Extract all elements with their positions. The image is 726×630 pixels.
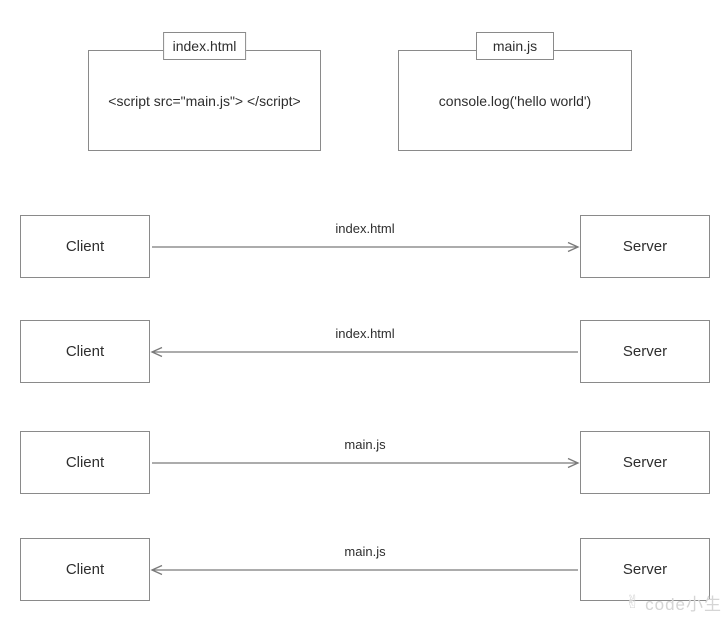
arrow-icon <box>152 241 580 253</box>
file-tab-main-js: main.js <box>476 32 554 60</box>
arrow-icon <box>152 457 580 469</box>
watermark: ✌ code小生 <box>625 590 722 615</box>
client-node: Client <box>20 538 150 601</box>
file-card-index-html: index.html <script src="main.js"> </scri… <box>88 32 321 151</box>
server-node: Server <box>580 538 710 601</box>
hand-gesture-icon: ✌ <box>625 592 642 612</box>
server-node: Server <box>580 215 710 278</box>
arrow-icon <box>150 564 578 576</box>
file-card-main-js: main.js console.log('hello world') <box>398 32 632 151</box>
client-node: Client <box>20 320 150 383</box>
comm-row-response-index: Client index.html Server <box>0 320 726 383</box>
watermark-text: code小生 <box>645 595 722 614</box>
server-node: Server <box>580 320 710 383</box>
file-content-index-html: <script src="main.js"> </script> <box>108 92 301 109</box>
server-node: Server <box>580 431 710 494</box>
arrow-label: main.js <box>344 437 386 452</box>
comm-row-request-main: Client main.js Server <box>0 431 726 494</box>
client-node: Client <box>20 215 150 278</box>
arrow-label: main.js <box>344 544 386 559</box>
arrow-icon <box>150 346 578 358</box>
comm-row-response-main: Client main.js Server <box>0 538 726 601</box>
file-tab-index-html: index.html <box>162 32 247 60</box>
arrow-label: index.html <box>335 221 395 236</box>
comm-row-request-index: Client index.html Server <box>0 215 726 278</box>
file-content-main-js: console.log('hello world') <box>438 92 592 109</box>
arrow-label: index.html <box>335 326 395 341</box>
client-node: Client <box>20 431 150 494</box>
